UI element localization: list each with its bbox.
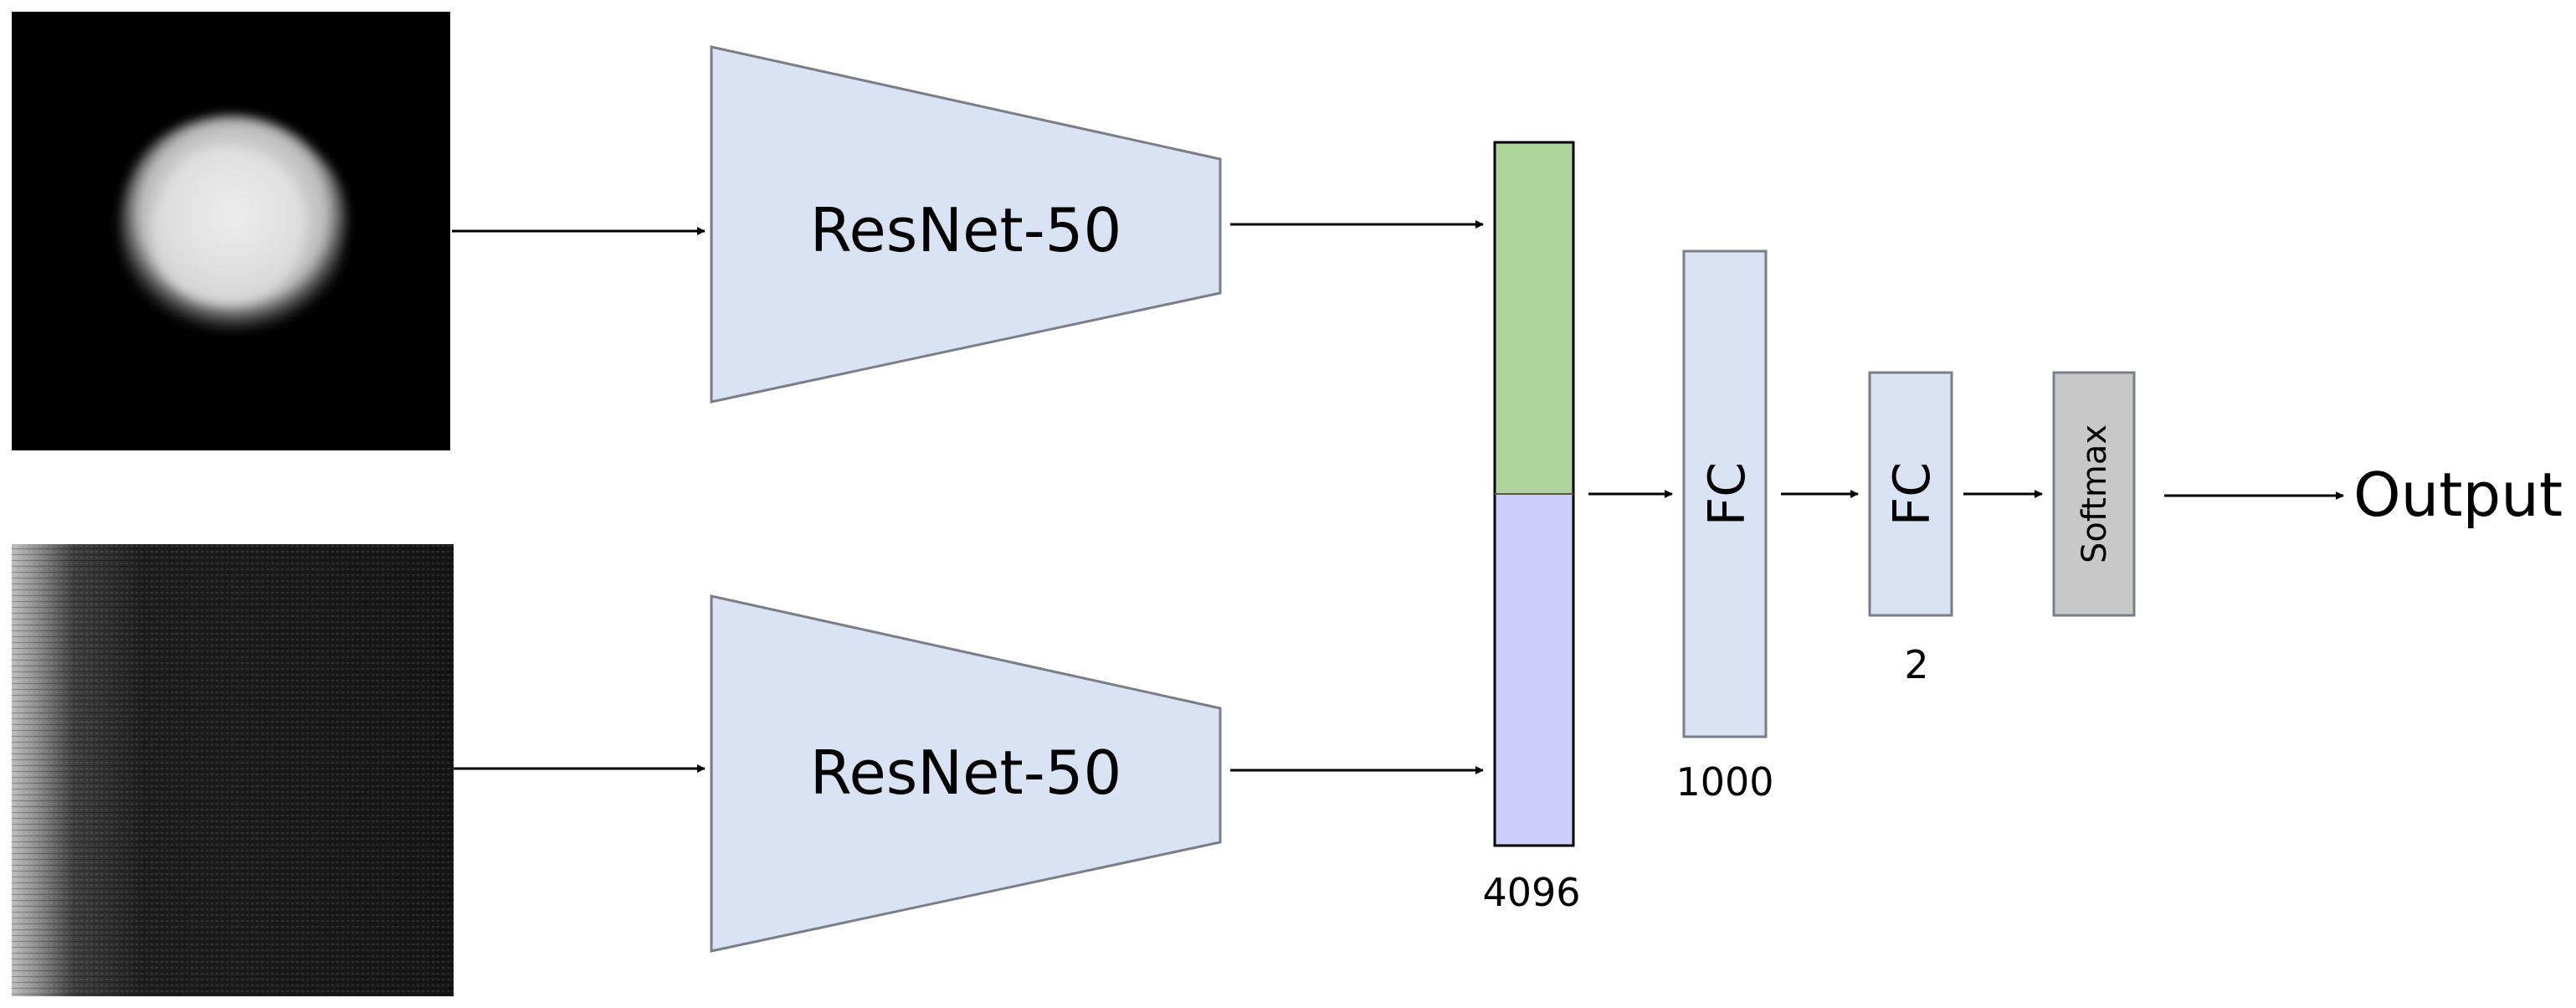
encoder-bottom: ResNet-50 [710, 594, 1222, 953]
concat-feature-vector: 4096 [1482, 141, 1581, 915]
fc2-size-label: 2 [1904, 642, 1928, 687]
particle-image-icon [120, 115, 347, 335]
encoder-bottom-shape [710, 594, 1222, 953]
softmax-box [2052, 371, 2136, 617]
fc2-label: FC [1883, 462, 1942, 526]
fc2-box [1868, 371, 1953, 617]
encoder-top-shape [710, 45, 1222, 404]
encoder-bottom-label: ResNet-50 [810, 738, 1122, 808]
fc1-box [1682, 249, 1768, 738]
concat-size-label: 4096 [1482, 870, 1580, 915]
softmax-label: Softmax [2076, 424, 2114, 563]
fc1-label: FC [1698, 462, 1757, 526]
encoder-top: ResNet-50 [710, 45, 1222, 404]
particle-core [151, 146, 306, 304]
fc1-size-label: 1000 [1675, 759, 1773, 805]
bottom-input-image [12, 544, 454, 996]
spectrogram-texture [12, 544, 454, 996]
concat-top-half [1495, 142, 1573, 494]
output-label: Output [2353, 460, 2563, 530]
encoder-top-label: ResNet-50 [810, 195, 1122, 265]
fc1-layer: FC 1000 [1675, 249, 1774, 805]
fc2-layer: FC 2 [1868, 371, 1953, 687]
concat-bottom-half [1495, 494, 1573, 846]
softmax-layer: Softmax [2052, 371, 2136, 617]
top-input-image [12, 12, 450, 450]
